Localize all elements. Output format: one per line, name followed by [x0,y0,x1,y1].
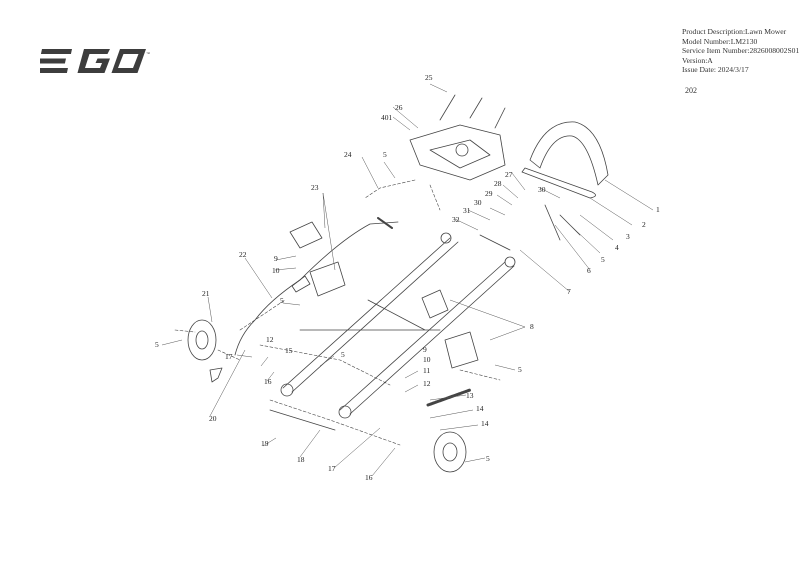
callout-30-left: 30 [474,198,482,207]
callout-5-center: 5 [341,350,345,359]
callout-26: 25 [425,73,433,82]
callout-14-left: 15 [285,346,293,355]
callout-18: 18 [297,455,305,464]
switch-assembly-8 [421,289,449,319]
callout-16-left: 16 [264,377,272,386]
callout-29: 29 [485,189,493,198]
callout-15: 14 [481,419,489,428]
frame-cross-tube [299,299,441,331]
callout-16-bottom: 16 [365,473,373,482]
callout-1: 1 [656,205,660,214]
version: Version:A [682,55,713,65]
callout-9-right: 9 [423,345,427,354]
callout-5-bottom: 5 [486,454,490,463]
axle-rod [269,409,336,431]
callout-25: 26 [395,103,403,112]
frame-tube-right [339,261,515,415]
callout-30-right: 30 [538,185,546,194]
service-item-number: Service Item Number:2826008002S01 [682,46,800,56]
wheel-right [433,431,467,473]
callout-28: 28 [494,179,502,188]
callout-13: 13 [466,391,474,400]
callout-5-midleft: 5 [280,296,284,305]
switch-assembly-upper [289,221,323,249]
callout-27: 27 [505,170,513,179]
callout-5-upperright: 5 [601,255,605,264]
callout-23-upper: 23 [311,183,319,192]
callout-10-right: 10 [423,355,431,364]
callout-20: 20 [209,414,217,423]
motor-bracket-8 [444,331,479,369]
ego-logo: ™ [40,49,150,73]
callout-32: 32 [452,215,460,224]
page-code: 202 [685,86,697,95]
callout-12-right: 12 [423,379,431,388]
callout-401: 401 [381,113,393,122]
product-description: Product Description:Lawn Mower [682,27,787,36]
callout-2: 2 [642,220,646,229]
switch-assembly-lower [309,261,346,297]
callout-22: 22 [239,250,247,259]
callout-17-bottom: 17 [328,464,336,473]
callout-19: 19 [261,439,269,448]
issue-date: Issue Date: 2024/3/17 [682,65,749,75]
callout-17-left: 17 [225,352,233,361]
callout-3: 3 [626,232,630,241]
frame-tube-left [282,237,459,393]
callout-8: 8 [530,322,534,331]
control-box [409,124,506,181]
callout-5-left: 5 [155,340,159,349]
callout-4: 4 [615,243,619,252]
callout-5-right: 5 [518,365,522,374]
callout-24: 24 [344,150,352,159]
callout-9-left: 9 [274,254,278,263]
callout-14-right: 14 [476,404,484,413]
product-info-block: Product Description:Lawn Mower Model Num… [682,27,799,75]
callout-labels: 25 26 401 5 24 23 22 9 10 5 21 5 17 12 1… [155,73,660,482]
callout-5-top: 5 [383,150,387,159]
callout-6: 6 [587,266,591,275]
handle-wire [234,221,399,356]
callout-21: 21 [202,289,210,298]
model-number: Model Number:LM2130 [682,36,758,46]
callout-12-left: 12 [266,335,274,344]
callout-11: 11 [423,366,430,375]
callout-31: 31 [463,206,471,215]
callout-7: 7 [567,287,571,296]
trademark-symbol: ™ [146,51,150,56]
callout-10-left: 10 [272,266,280,275]
wheel-left [187,319,217,361]
top-handle-bar [529,121,609,186]
